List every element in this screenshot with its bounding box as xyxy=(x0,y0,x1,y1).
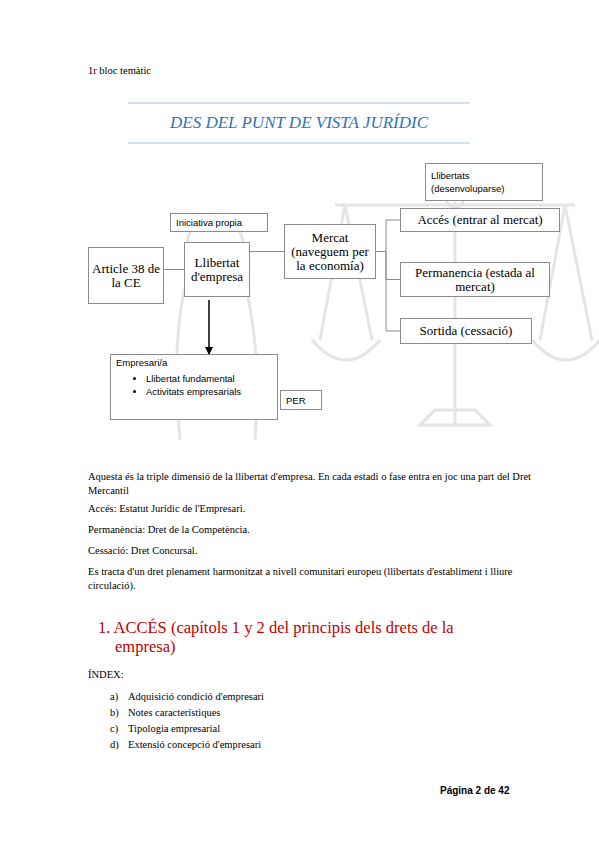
title-rule xyxy=(128,103,470,104)
text-box: Mercat (naveguem per la economía) xyxy=(284,224,376,279)
page-header: 1r bloc temàtic xyxy=(88,64,288,78)
text-box: Iniciativa propia xyxy=(170,213,268,232)
bullet-list: Llibertat fundamentalActivitats empresar… xyxy=(116,372,241,398)
box-label: Empresari/a xyxy=(116,356,167,369)
paragraph: Es tracta d'un dret plenament harmonitza… xyxy=(88,565,533,593)
list-item: Extensió concepció d'empresari xyxy=(128,738,428,752)
connector-line xyxy=(208,300,210,354)
text-box: Accés (entrar al mercat) xyxy=(400,208,560,232)
bullet-item: Activitats empresarials xyxy=(146,385,241,398)
index-heading: ÍNDEX: xyxy=(88,668,188,682)
list-marker: c) xyxy=(110,722,130,736)
list-item: Tipologia empresarial xyxy=(128,722,428,736)
box-label: Llibertats (desenvoluparse) xyxy=(431,169,537,195)
box-label: Article 38 de la CE xyxy=(89,262,163,290)
list-marker: d) xyxy=(110,738,130,752)
paragraph: Permanència: Dret de la Competència. xyxy=(88,523,533,537)
box-label: Permanencia (estada al mercat) xyxy=(401,266,549,294)
connector-line xyxy=(376,220,400,252)
connector-line xyxy=(376,252,400,280)
box-label: Sortida (cessació) xyxy=(420,324,513,338)
section-heading: 1. ACCÉS (capítols 1 y 2 del principis d… xyxy=(98,618,515,656)
text-box: Empresari/aLlibertat fundamentalActivita… xyxy=(110,354,278,420)
connector-line xyxy=(250,251,284,252)
box-label: Mercat (naveguem per la economía) xyxy=(285,231,375,273)
box-label: Iniciativa propia xyxy=(176,216,242,229)
text-box: Sortida (cessació) xyxy=(400,318,532,344)
paragraph: Cessació: Dret Concursal. xyxy=(88,544,533,558)
text-box: Llibertats (desenvoluparse) xyxy=(425,163,543,201)
page-number: Página 2 de 42 xyxy=(440,784,560,798)
bullet-item: Llibertat fundamental xyxy=(146,372,241,385)
connector-line xyxy=(164,269,184,270)
text-box: Permanencia (estada al mercat) xyxy=(400,262,550,297)
text-box: PER xyxy=(280,390,322,410)
list-item: Adquisició condició d'empresari xyxy=(128,690,428,704)
connector-line xyxy=(376,252,400,332)
text-box: Article 38 de la CE xyxy=(88,247,164,304)
page-title: DES DEL PUNT DE VISTA JURÍDIC xyxy=(128,113,470,133)
paragraph: Accés: Estatut Jurídic de l'Empresari. xyxy=(88,502,533,516)
paragraph: Aquesta és la triple dimensió de la llib… xyxy=(88,470,533,498)
box-label: Accés (entrar al mercat) xyxy=(417,213,542,227)
box-label: PER xyxy=(286,394,306,407)
list-marker: a) xyxy=(110,690,130,704)
title-rule xyxy=(128,143,470,144)
list-item: Notes característiques xyxy=(128,706,428,720)
text-box: Llibertat d'empresa xyxy=(184,242,250,297)
list-marker: b) xyxy=(110,706,130,720)
box-label: Llibertat d'empresa xyxy=(185,256,249,284)
